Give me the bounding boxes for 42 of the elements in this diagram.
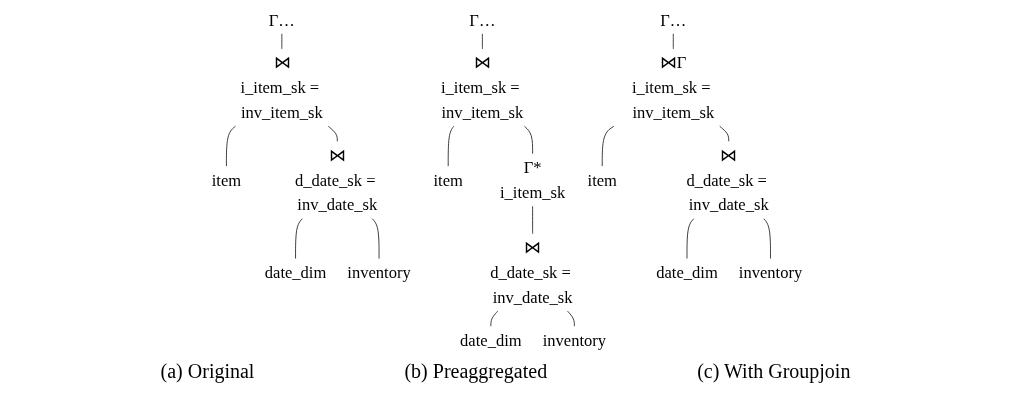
- connector: [524, 125, 534, 155]
- node-text: date_dim: [264, 263, 327, 282]
- node-text: Γ…: [660, 10, 687, 30]
- node-text: date_dim: [656, 263, 718, 282]
- connector: [226, 125, 236, 167]
- node-text: inventory: [347, 263, 411, 282]
- node-text: inventory: [739, 263, 803, 282]
- caption: (a) Original: [160, 360, 255, 383]
- node-text: ⋈: [273, 53, 291, 73]
- node-label: i_item_sk = inv_item_sk: [240, 78, 323, 122]
- connector: [372, 218, 380, 259]
- node-text: ⋈: [720, 145, 738, 165]
- connector: [602, 125, 615, 167]
- node-text: item: [433, 170, 464, 190]
- node-label: d_date_sk = inv_date_sk: [295, 170, 378, 215]
- node-text: Γ*: [523, 158, 542, 177]
- node-label: d_date_sk = inv_date_sk: [490, 263, 573, 307]
- node-text: ⋈: [329, 145, 346, 165]
- connector: [490, 310, 499, 327]
- node-text: item: [587, 170, 618, 190]
- node-label: i_item_sk = inv_item_sk: [632, 78, 715, 122]
- node-text: item: [211, 170, 242, 190]
- connector: [567, 310, 575, 327]
- node-text: Γ…: [269, 10, 296, 30]
- node-label: i_item_sk: [500, 183, 566, 202]
- connector: [532, 205, 534, 235]
- node-text: inventory: [542, 330, 607, 350]
- node-text: ⋈: [474, 53, 491, 73]
- caption: (b) Preaggregated: [404, 360, 548, 383]
- node-text: ⋈: [524, 238, 542, 258]
- connector: [482, 33, 483, 50]
- node-text: date_dim: [460, 330, 522, 350]
- node-label: i_item_sk = inv_item_sk: [441, 78, 524, 122]
- node-text: Γ…: [469, 10, 496, 30]
- node-label: d_date_sk = inv_date_sk: [686, 170, 769, 215]
- connector: [295, 218, 303, 259]
- connector: [719, 125, 730, 142]
- node-text: ⋈Γ: [660, 53, 687, 73]
- caption: (c) With Groupjoin: [697, 360, 851, 383]
- connector: [686, 218, 695, 259]
- connector: [763, 218, 772, 259]
- connector: [448, 125, 455, 167]
